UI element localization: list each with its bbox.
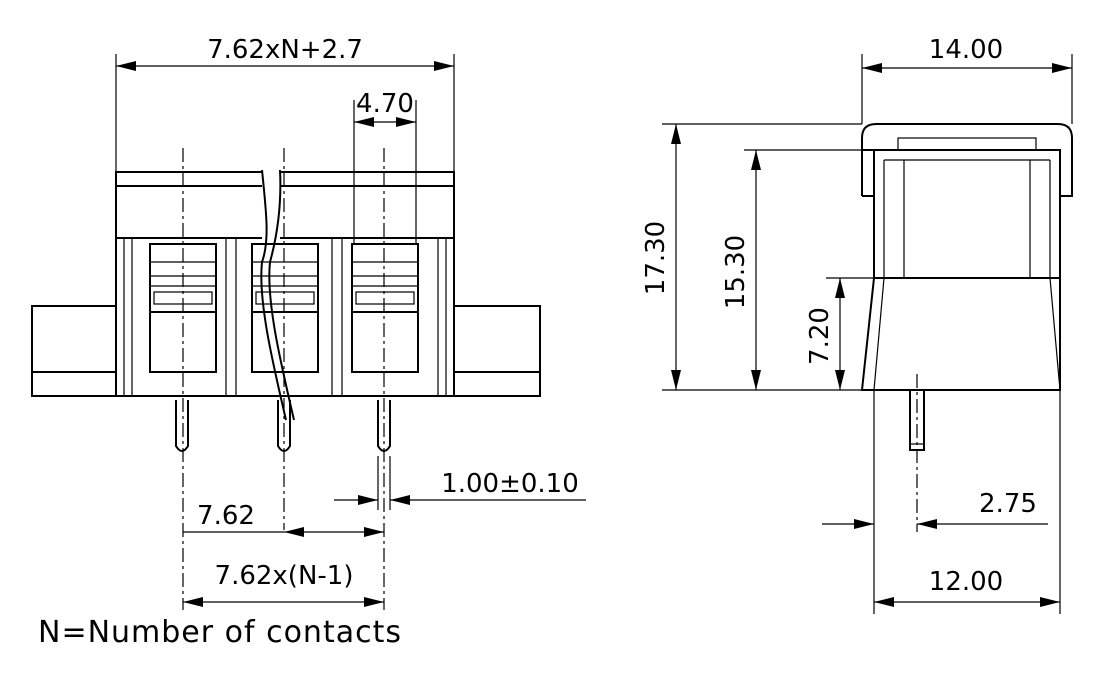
top-width-label: 14.00 bbox=[929, 35, 1003, 65]
body-height-label: 15.30 bbox=[721, 235, 751, 309]
contacts-note: N=Number of contacts bbox=[38, 615, 402, 650]
side-view: 14.00 17.30 15.30 7.20 bbox=[641, 35, 1073, 614]
dim-base-width: 12.00 bbox=[874, 567, 1060, 607]
base-width-label: 12.00 bbox=[929, 567, 1003, 597]
total-height-label: 17.30 bbox=[641, 221, 671, 295]
terminal-opening-3 bbox=[351, 243, 419, 373]
lower-height-label: 7.20 bbox=[805, 307, 835, 365]
dim-body-height: 15.30 bbox=[721, 149, 874, 390]
break-lines bbox=[260, 169, 295, 421]
dim-opening-width: 4.70 bbox=[353, 89, 417, 244]
overall-width-label: 7.62xN+2.7 bbox=[207, 35, 363, 65]
dim-lower-height: 7.20 bbox=[805, 277, 874, 390]
dim-total-height: 17.30 bbox=[641, 123, 862, 391]
side-body bbox=[860, 149, 1061, 391]
dim-top-width: 14.00 bbox=[861, 35, 1073, 124]
dim-pin-diameter: 1.00±0.10 bbox=[334, 456, 586, 510]
dim-pitch-span: 7.62x(N-1) bbox=[183, 561, 384, 607]
pitch-span-label: 7.62x(N-1) bbox=[215, 561, 354, 591]
dim-pitch: 7.62 bbox=[183, 501, 384, 537]
opening-width-label: 4.70 bbox=[356, 89, 414, 119]
front-center-lines bbox=[182, 148, 385, 610]
pin-offset-label: 2.75 bbox=[979, 489, 1037, 519]
dim-overall-width: 7.62xN+2.7 bbox=[115, 35, 455, 172]
front-view: 7.62xN+2.7 4.70 1.00±0.10 7.62 bbox=[31, 35, 586, 650]
dim-pin-offset: 2.75 bbox=[822, 390, 1061, 614]
pitch-label: 7.62 bbox=[197, 501, 255, 531]
side-pin bbox=[909, 374, 925, 532]
pin-diameter-label: 1.00±0.10 bbox=[441, 469, 579, 499]
front-body bbox=[115, 171, 455, 397]
